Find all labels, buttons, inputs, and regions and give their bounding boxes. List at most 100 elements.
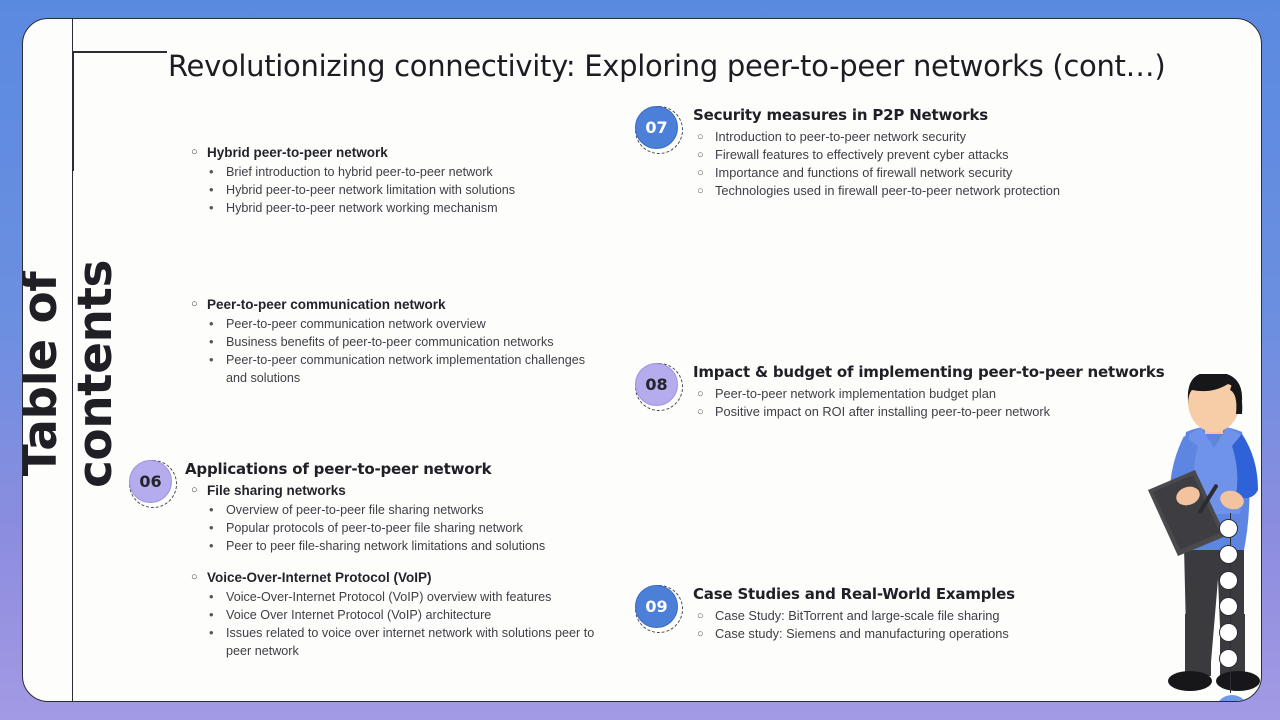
section-09-badge: 09 bbox=[635, 585, 683, 633]
list-item: • Hybrid peer-to-peer network limitation… bbox=[209, 181, 641, 199]
section-08[interactable]: 08 Impact & budget of implementing peer-… bbox=[635, 363, 1195, 421]
list-item: • Voice Over Internet Protocol (VoIP) ar… bbox=[209, 606, 649, 624]
hollow-circle-bullet-icon: ○ bbox=[697, 149, 704, 161]
hollow-circle-bullet-icon: ○ bbox=[191, 146, 198, 158]
dot-bullet-icon: • bbox=[209, 352, 214, 367]
dot-bullet-icon: • bbox=[209, 520, 214, 535]
section-title: Impact & budget of implementing peer-to-… bbox=[693, 363, 1165, 381]
rail-accent-circle bbox=[1215, 695, 1249, 701]
list-item-label: Voice-Over-Internet Protocol (VoIP) over… bbox=[226, 590, 552, 604]
section-08-badge: 08 bbox=[635, 363, 683, 411]
list-item: • Business benefits of peer-to-peer comm… bbox=[209, 333, 641, 351]
list-item: ○ Importance and functions of firewall n… bbox=[697, 164, 1195, 182]
list-item-label: Positive impact on ROI after installing … bbox=[715, 404, 1050, 419]
list-item-label: Case study: Siemens and manufacturing op… bbox=[715, 626, 1009, 641]
list-heading-label: File sharing networks bbox=[207, 483, 346, 498]
list-item: ○ Firewall features to effectively preve… bbox=[697, 146, 1195, 164]
section-07-badge: 07 bbox=[635, 106, 683, 154]
right-rail-dots bbox=[1215, 513, 1249, 701]
list-item-label: Technologies used in firewall peer-to-pe… bbox=[715, 183, 1060, 198]
section-number: 07 bbox=[635, 106, 678, 149]
list-item: • Peer-to-peer communication network imp… bbox=[209, 351, 609, 387]
list-item-label: Hybrid peer-to-peer network limitation w… bbox=[226, 183, 516, 197]
list-item: ○ Introduction to peer-to-peer network s… bbox=[697, 128, 1195, 146]
rail-dot[interactable] bbox=[1219, 623, 1238, 642]
list-heading: ○ Hybrid peer-to-peer network bbox=[191, 144, 641, 161]
hollow-circle-bullet-icon: ○ bbox=[697, 185, 704, 197]
list-item: • Voice-Over-Internet Protocol (VoIP) ov… bbox=[209, 588, 649, 606]
list-item: ○ Technologies used in firewall peer-to-… bbox=[697, 182, 1195, 200]
dot-bullet-icon: • bbox=[209, 316, 214, 331]
left-column-group-hybrid: ○ Hybrid peer-to-peer network • Brief in… bbox=[191, 144, 641, 217]
dot-bullet-icon: • bbox=[209, 589, 214, 604]
section-06-badge: 06 bbox=[129, 460, 177, 508]
list-item-label: Hybrid peer-to-peer network working mech… bbox=[226, 201, 498, 215]
list-item: ○ Positive impact on ROI after installin… bbox=[697, 403, 1195, 421]
list-item: • Issues related to voice over internet … bbox=[209, 624, 609, 660]
list-item-label: Peer-to-peer network implementation budg… bbox=[715, 386, 996, 401]
list-item-label: Peer-to-peer communication network imple… bbox=[226, 353, 586, 385]
hollow-circle-bullet-icon: ○ bbox=[697, 388, 704, 400]
dot-bullet-icon: • bbox=[209, 164, 214, 179]
list-item-label: Case Study: BitTorrent and large-scale f… bbox=[715, 608, 1000, 623]
list-heading-label: Voice-Over-Internet Protocol (VoIP) bbox=[207, 570, 432, 585]
list-item-label: Introduction to peer-to-peer network sec… bbox=[715, 129, 967, 144]
section-title: Applications of peer-to-peer network bbox=[185, 460, 492, 478]
dot-bullet-icon: • bbox=[209, 607, 214, 622]
rail-dot[interactable] bbox=[1219, 597, 1238, 616]
page-title: Revolutionizing connectivity: Exploring … bbox=[168, 49, 1166, 83]
title-connector-line bbox=[72, 51, 167, 171]
list-item-label: Firewall features to effectively prevent… bbox=[715, 147, 1009, 162]
rail-dot[interactable] bbox=[1219, 545, 1238, 564]
list-item: • Peer-to-peer communication network ove… bbox=[209, 315, 641, 333]
rail-dot[interactable] bbox=[1219, 649, 1238, 668]
list-item: • Hybrid peer-to-peer network working me… bbox=[209, 199, 641, 217]
hollow-circle-bullet-icon: ○ bbox=[697, 167, 704, 179]
list-heading-label: Peer-to-peer communication network bbox=[207, 297, 446, 312]
section-number: 09 bbox=[635, 585, 678, 628]
dot-bullet-icon: • bbox=[209, 200, 214, 215]
rail-dot[interactable] bbox=[1219, 519, 1238, 538]
list-item: • Brief introduction to hybrid peer-to-p… bbox=[209, 163, 641, 181]
dot-bullet-icon: • bbox=[209, 502, 214, 517]
hollow-circle-bullet-icon: ○ bbox=[697, 131, 704, 143]
list-item-label: Peer-to-peer communication network overv… bbox=[226, 317, 486, 331]
list-item: • Popular protocols of peer-to-peer file… bbox=[209, 519, 649, 537]
connector-horizontal-segment bbox=[72, 51, 167, 53]
hollow-circle-bullet-icon: ○ bbox=[191, 484, 198, 496]
dot-bullet-icon: • bbox=[209, 538, 214, 553]
list-heading-label: Hybrid peer-to-peer network bbox=[207, 145, 388, 160]
section-number: 06 bbox=[129, 460, 172, 503]
list-item: • Overview of peer-to-peer file sharing … bbox=[209, 501, 649, 519]
slide-card: Revolutionizing connectivity: Exploring … bbox=[22, 18, 1262, 702]
hollow-circle-bullet-icon: ○ bbox=[697, 610, 704, 622]
list-item-label: Peer to peer file-sharing network limita… bbox=[226, 539, 546, 553]
left-column-group-communication: ○ Peer-to-peer communication network • P… bbox=[191, 296, 641, 387]
list-heading: ○ Voice-Over-Internet Protocol (VoIP) bbox=[191, 569, 649, 586]
list-item: ○ Peer-to-peer network implementation bu… bbox=[697, 385, 1195, 403]
section-09[interactable]: 09 Case Studies and Real-World Examples … bbox=[635, 585, 1195, 643]
hollow-circle-bullet-icon: ○ bbox=[697, 406, 704, 418]
list-item-label: Business benefits of peer-to-peer commun… bbox=[226, 335, 554, 349]
list-item-label: Overview of peer-to-peer file sharing ne… bbox=[226, 503, 484, 517]
hollow-circle-bullet-icon: ○ bbox=[191, 571, 198, 583]
list-heading: ○ File sharing networks bbox=[191, 482, 649, 499]
rail-dot[interactable] bbox=[1219, 571, 1238, 590]
list-item: • Peer to peer file-sharing network limi… bbox=[209, 537, 649, 555]
hollow-circle-bullet-icon: ○ bbox=[697, 628, 704, 640]
list-heading: ○ Peer-to-peer communication network bbox=[191, 296, 641, 313]
list-item: ○ Case study: Siemens and manufacturing … bbox=[697, 625, 1195, 643]
list-item: ○ Case Study: BitTorrent and large-scale… bbox=[697, 607, 1195, 625]
section-06[interactable]: 06 Applications of peer-to-peer network … bbox=[129, 460, 649, 660]
section-07[interactable]: 07 Security measures in P2P Networks ○ I… bbox=[635, 106, 1195, 200]
section-title: Security measures in P2P Networks bbox=[693, 106, 988, 124]
hollow-circle-bullet-icon: ○ bbox=[191, 298, 198, 310]
vertical-section-heading: Table of contents bbox=[22, 260, 123, 488]
section-number: 08 bbox=[635, 363, 678, 406]
dot-bullet-icon: • bbox=[209, 625, 214, 640]
left-vertical-divider bbox=[72, 19, 74, 701]
dot-bullet-icon: • bbox=[209, 182, 214, 197]
list-item-label: Issues related to voice over internet ne… bbox=[226, 626, 595, 658]
list-item-label: Popular protocols of peer-to-peer file s… bbox=[226, 521, 523, 535]
dot-bullet-icon: • bbox=[209, 334, 214, 349]
